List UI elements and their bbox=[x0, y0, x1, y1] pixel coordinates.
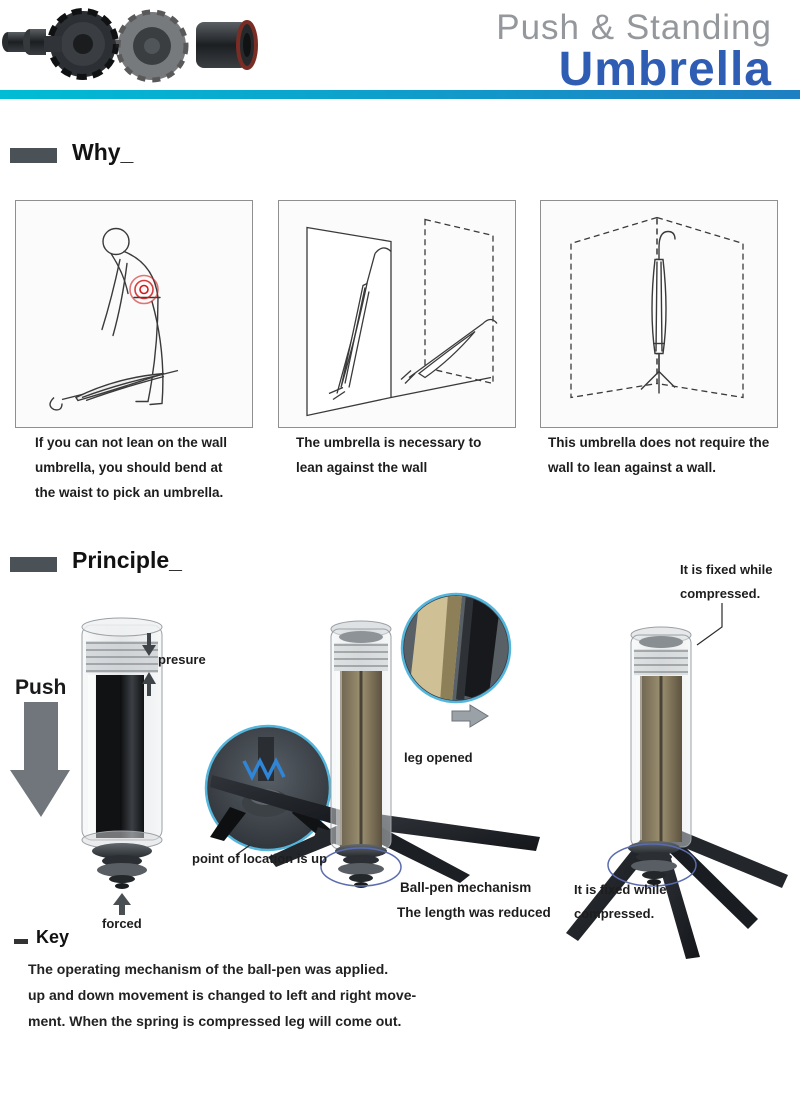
why-panel-standing bbox=[540, 200, 778, 428]
leg-opened-label: leg opened bbox=[404, 750, 473, 765]
spring-icon bbox=[242, 757, 286, 781]
wall-lean-illustration bbox=[306, 218, 498, 417]
point-of-location-label: point of location is up bbox=[192, 851, 328, 866]
middle-mechanism bbox=[210, 620, 540, 888]
why-section-title: Why_ bbox=[72, 139, 134, 165]
mechanism-diagram bbox=[10, 592, 788, 959]
pointer-line bbox=[696, 603, 723, 646]
why-panel-bend bbox=[15, 200, 253, 428]
product-title-line1: Push & Standing bbox=[496, 8, 772, 47]
bending-person-illustration bbox=[49, 227, 179, 411]
pain-target-icon bbox=[129, 274, 159, 305]
key-section-title: Key bbox=[36, 927, 70, 947]
key-section-bullet bbox=[14, 939, 28, 944]
right-mechanism bbox=[566, 626, 788, 959]
principle-section-title: Principle_ bbox=[72, 547, 182, 573]
why-caption-3: This umbrella does not require the wall … bbox=[548, 435, 770, 475]
forced-label: forced bbox=[102, 916, 142, 931]
ballpen-mechanism-label: Ball-pen mechanism bbox=[400, 880, 532, 895]
ballpen-highlight-ellipse bbox=[320, 847, 402, 887]
length-reduced-label: The length was reduced bbox=[397, 905, 551, 920]
why-panel-wall bbox=[278, 200, 516, 428]
key-paragraph: The operating mechanism of the ball-pen … bbox=[28, 961, 417, 1029]
left-mechanism bbox=[81, 617, 163, 889]
product-title-line2: Umbrella bbox=[558, 43, 772, 96]
why-caption-2: The umbrella is necessary to lean agains… bbox=[296, 435, 482, 475]
why-caption-1: If you can not lean on the wall umbrella… bbox=[35, 435, 228, 500]
pressure-arrow-icon bbox=[142, 633, 156, 696]
push-arrow-icon bbox=[10, 702, 70, 817]
pressure-label: presure bbox=[158, 652, 206, 667]
standing-umbrella-illustration bbox=[570, 216, 744, 399]
zoom-arrow-icon bbox=[451, 704, 489, 728]
fixed-while-compressed-top-label: It is fixed while compressed. bbox=[680, 562, 773, 601]
fixed-while-compressed-bottom-label: It is fixed while compressed. bbox=[574, 882, 667, 921]
header-accent-bar bbox=[0, 90, 800, 99]
mechanism-parts-render bbox=[2, 8, 258, 83]
principle-section-bullet bbox=[10, 557, 57, 572]
push-label: Push bbox=[15, 676, 67, 699]
detail-inset-circle bbox=[400, 592, 512, 704]
floor-umbrella-illustration bbox=[49, 369, 179, 411]
forced-arrow-icon bbox=[113, 893, 131, 915]
why-section-bullet bbox=[10, 148, 57, 163]
fixed-highlight-ellipse bbox=[607, 843, 697, 887]
